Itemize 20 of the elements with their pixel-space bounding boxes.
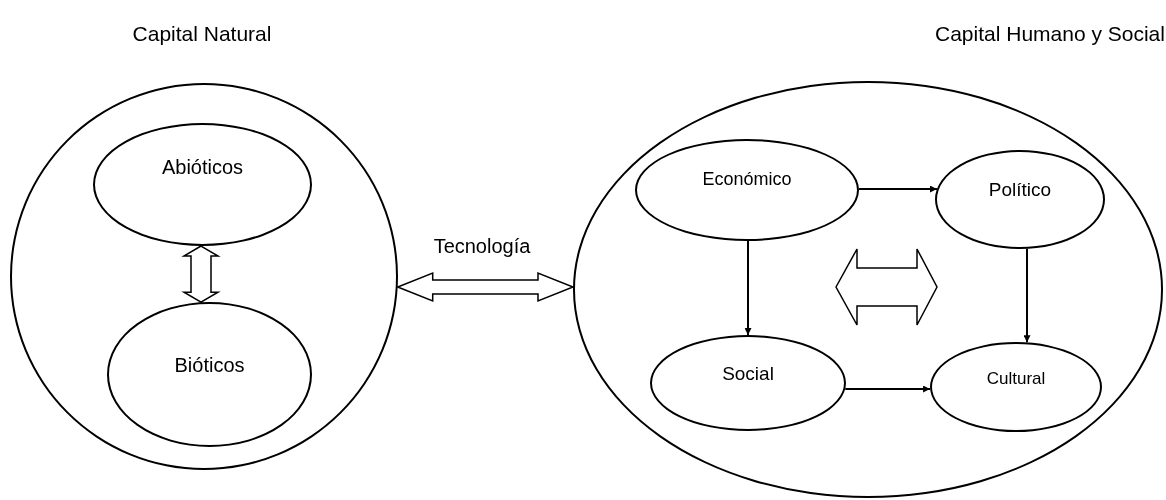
arrow xyxy=(844,385,932,393)
node-label: Político xyxy=(988,178,1052,202)
node-label: Cultural xyxy=(986,368,1046,390)
arrow xyxy=(744,240,752,336)
node-label: Bióticos xyxy=(174,352,245,378)
block-arrow xyxy=(181,245,221,304)
ellipse-node xyxy=(107,302,312,447)
ellipse-node xyxy=(635,139,859,241)
group-heading: Capital Natural xyxy=(132,22,272,46)
ellipse-node xyxy=(935,150,1105,249)
node-label: Abióticos xyxy=(161,154,244,180)
ellipse-node xyxy=(650,335,846,431)
node-label: Social xyxy=(722,362,774,386)
arrow xyxy=(858,185,938,193)
ellipse-node xyxy=(93,123,312,246)
group-heading: Capital Humano y Social xyxy=(935,22,1165,46)
ellipse-node xyxy=(930,342,1102,432)
block-arrow xyxy=(395,271,575,303)
node-label: Económico xyxy=(702,167,792,191)
arrow xyxy=(1023,247,1031,344)
